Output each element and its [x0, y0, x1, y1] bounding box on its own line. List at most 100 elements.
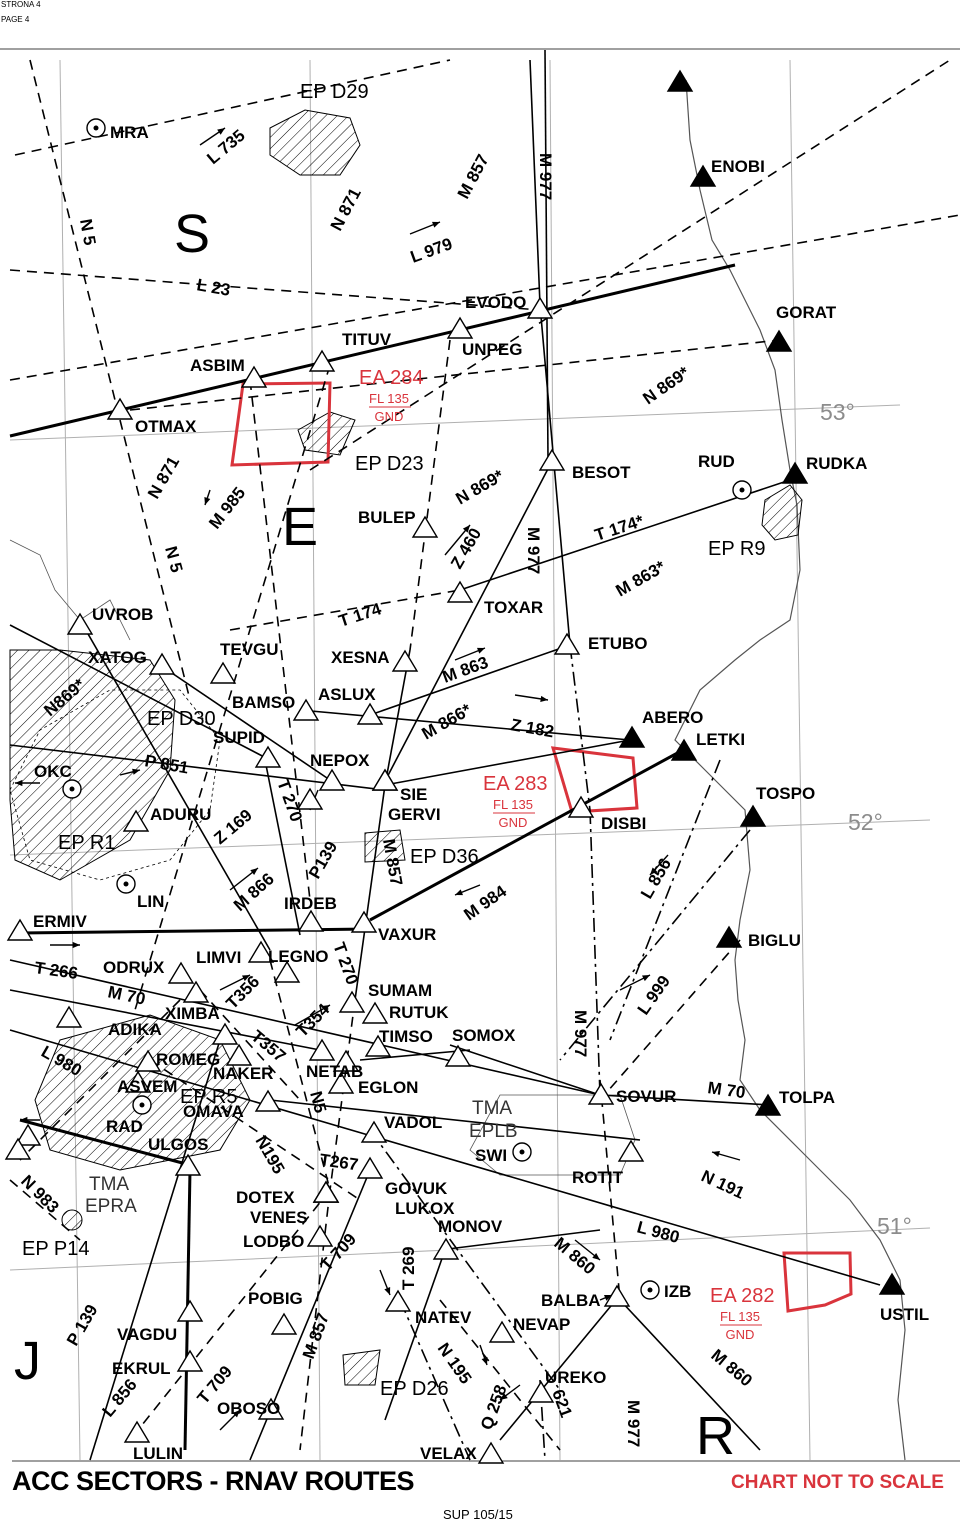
reporting-point-label: EVODO — [465, 293, 526, 312]
reporting-point-sumam-icon — [338, 990, 366, 1013]
reporting-point-biglu-icon — [715, 925, 743, 948]
route-segment — [89, 1039, 221, 1461]
route-segment — [9, 263, 736, 438]
reporting-point-letki-icon — [670, 738, 698, 761]
route-segment — [449, 1044, 601, 1096]
route-segment — [539, 304, 571, 646]
reporting-point-ureko-icon — [527, 1380, 555, 1403]
reporting-point-label: TEVGU — [220, 640, 279, 659]
direction-arrowhead — [462, 525, 470, 533]
reporting-point-label: TOSPO — [756, 784, 815, 803]
reporting-point-label: ADURU — [150, 805, 211, 824]
route-segment — [459, 479, 791, 591]
route-label: P 139 — [63, 1301, 102, 1349]
reporting-point-label: BULEP — [358, 508, 416, 527]
reporting-point-label: ROMEG — [156, 1050, 220, 1069]
reporting-point-icon — [211, 1022, 239, 1045]
route-label: T 266 — [33, 958, 79, 983]
route-label: M 70 — [706, 1078, 746, 1102]
ep-d29-area — [269, 109, 361, 176]
restricted-area-label: EP R5 — [180, 1086, 237, 1108]
route-label: M 977 — [571, 1010, 590, 1057]
navaid-label: LIN — [137, 892, 164, 911]
route-label: M 70 — [106, 982, 147, 1008]
direction-arrowhead — [432, 221, 440, 228]
reporting-point-label: SOVUR — [616, 1087, 676, 1106]
reporting-point-label: ASBIM — [190, 356, 245, 375]
reporting-point-pobig-icon — [270, 1312, 298, 1335]
reporting-point-tituv-icon — [308, 349, 336, 372]
reporting-point-unpeg-icon — [446, 316, 474, 339]
route-segment — [609, 759, 721, 1041]
reporting-point-gorat-icon — [765, 329, 793, 352]
route-label: N 871 — [144, 453, 183, 502]
route-label: M 857 — [299, 1310, 333, 1361]
route-segment — [384, 649, 411, 786]
route-label: M 863* — [613, 557, 669, 601]
reporting-point-aduru-icon — [122, 809, 150, 832]
reporting-point-besot-icon — [538, 448, 566, 471]
route-label: M 857 — [454, 151, 493, 202]
latitude-line — [9, 1227, 931, 1271]
header-line-1: STRONA 4 — [1, 0, 41, 9]
reporting-point-label: NEVAP — [513, 1315, 570, 1334]
navaid-mra-icon — [86, 118, 106, 138]
supplement-reference: SUP 105/15 — [443, 1507, 513, 1522]
reporting-point-legno-icon — [273, 960, 301, 983]
ea-name-label: EA 283 — [483, 773, 548, 795]
reporting-point-ulgos-icon — [174, 1153, 202, 1176]
danger-area-label: EP D23 — [355, 453, 424, 475]
route-segment — [599, 1079, 621, 1301]
reporting-point-label: RUTUK — [389, 1003, 449, 1022]
reporting-point-label: UNPEG — [462, 340, 522, 359]
reporting-point-nevap-icon — [488, 1320, 516, 1343]
reporting-point-icon — [296, 787, 324, 810]
reporting-point-label: LETKI — [696, 730, 745, 749]
route-segment — [249, 379, 311, 901]
reporting-point-omava-icon — [254, 1089, 282, 1112]
ea-name-label: EA 284 — [359, 367, 424, 389]
reporting-point-tospo-icon — [739, 804, 767, 827]
direction-arrowhead — [592, 1252, 600, 1260]
route-segment — [19, 999, 181, 1161]
route-segment — [229, 589, 461, 631]
reporting-point-nepox-icon — [318, 768, 346, 791]
ea-lower-limit: GND — [499, 815, 528, 830]
navaid-lin-icon — [116, 874, 136, 894]
route-segment — [19, 1118, 191, 1167]
ea-283-box — [550, 746, 639, 814]
direction-arrowhead — [132, 768, 140, 775]
reporting-point-adika-icon — [55, 1005, 83, 1028]
reporting-point-label: BALBA — [541, 1291, 601, 1310]
reporting-point-rudka-icon — [781, 461, 809, 484]
route-label: L 980 — [635, 1218, 682, 1248]
reporting-point-label: BIGLU — [748, 931, 801, 950]
reporting-point-label: GORAT — [776, 303, 837, 322]
reporting-point-label: ENOBI — [711, 157, 765, 176]
reporting-point-rotit-icon — [617, 1139, 645, 1162]
route-segment — [159, 664, 331, 781]
route-label: Z 169 — [210, 806, 256, 849]
ea-upper-limit: FL 135 — [369, 391, 409, 406]
danger-area-label: EP D30 — [147, 708, 216, 730]
navaid-label: RAD — [106, 1117, 143, 1136]
ea-upper-limit: FL 135 — [720, 1309, 760, 1324]
route-label: M 977 — [536, 153, 555, 200]
prohibited-area-label: EP P14 — [22, 1238, 89, 1260]
direction-arrowhead — [232, 1410, 240, 1418]
reporting-point-label: ROTIT — [572, 1168, 624, 1187]
route-segment — [299, 709, 631, 741]
direction-arrowhead — [712, 1151, 720, 1158]
sector-boundary — [9, 539, 131, 641]
route-label: M 984 — [460, 881, 510, 924]
ea-name-label: EA 282 — [710, 1285, 775, 1307]
reporting-point-label: RUDKA — [806, 454, 867, 473]
route-segment — [129, 339, 781, 411]
reporting-point-xatog-icon — [148, 652, 176, 675]
route-label: N 983 — [17, 1171, 63, 1217]
direction-arrowhead — [481, 1357, 488, 1365]
reporting-point-label: SUPID — [213, 728, 265, 747]
direction-arrowhead — [384, 1287, 391, 1295]
route-label: Q 258 — [477, 1382, 511, 1432]
reporting-point-label: SUMAM — [368, 981, 432, 1000]
